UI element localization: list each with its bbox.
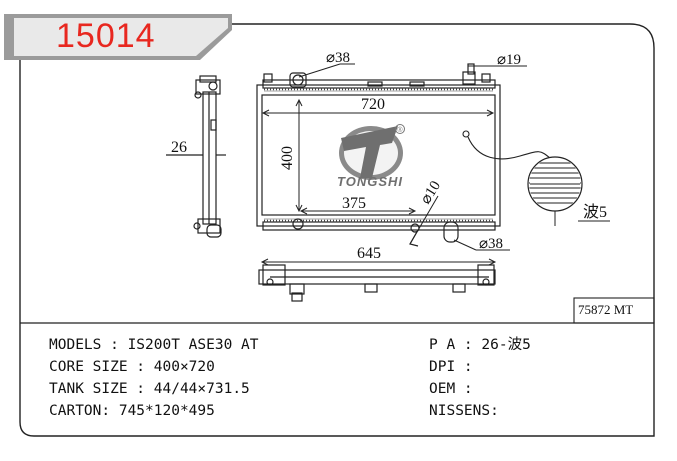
dim-inlet-diameter: ⌀38 (326, 50, 350, 66)
dim-overall-bottom: 645 (357, 245, 381, 262)
sensor-wire (462, 130, 551, 160)
bottom-view (258, 264, 496, 302)
registered-mark: ® (397, 126, 403, 134)
dim-drain-diameter: ⌀10 (418, 178, 444, 207)
dim-filler-diameter: ⌀19 (497, 52, 521, 68)
spec-dpi: DPI : (429, 359, 473, 375)
dim-outlet-diameter: ⌀38 (479, 236, 503, 252)
side-view (166, 75, 226, 238)
brand-logo-mark (339, 124, 405, 180)
fin-detail-circle (527, 156, 610, 226)
reference-box (573, 297, 655, 324)
spec-core-size: CORE SIZE : 400×720 (49, 359, 215, 375)
part-code: 15014 (56, 17, 156, 55)
dim-fin-type: 波5 (583, 203, 607, 221)
spec-oem: OEM : (429, 381, 473, 397)
brand-logo-text: TONGSHI (337, 174, 403, 189)
front-view-fins (264, 90, 493, 220)
spec-models: MODELS : IS200T ASE30 AT (49, 337, 259, 353)
dim-inner-span: 375 (342, 195, 366, 212)
dim-core-height: 400 (279, 146, 296, 170)
reference-number: 75872 MT (578, 302, 634, 317)
spec-tank-size: TANK SIZE : 44/44×731.5 (49, 381, 250, 397)
dim-core-width: 720 (361, 96, 385, 113)
header-banner (4, 14, 232, 60)
spec-carton: CARTON: 745*120*495 (49, 403, 215, 419)
dimension-lines (260, 63, 527, 266)
spec-pa: P A : 26-波5 (429, 337, 531, 353)
sheet-frame (19, 23, 655, 437)
spec-nissens: NISSENS: (429, 403, 499, 419)
dim-tank-thickness: 26 (171, 139, 187, 156)
